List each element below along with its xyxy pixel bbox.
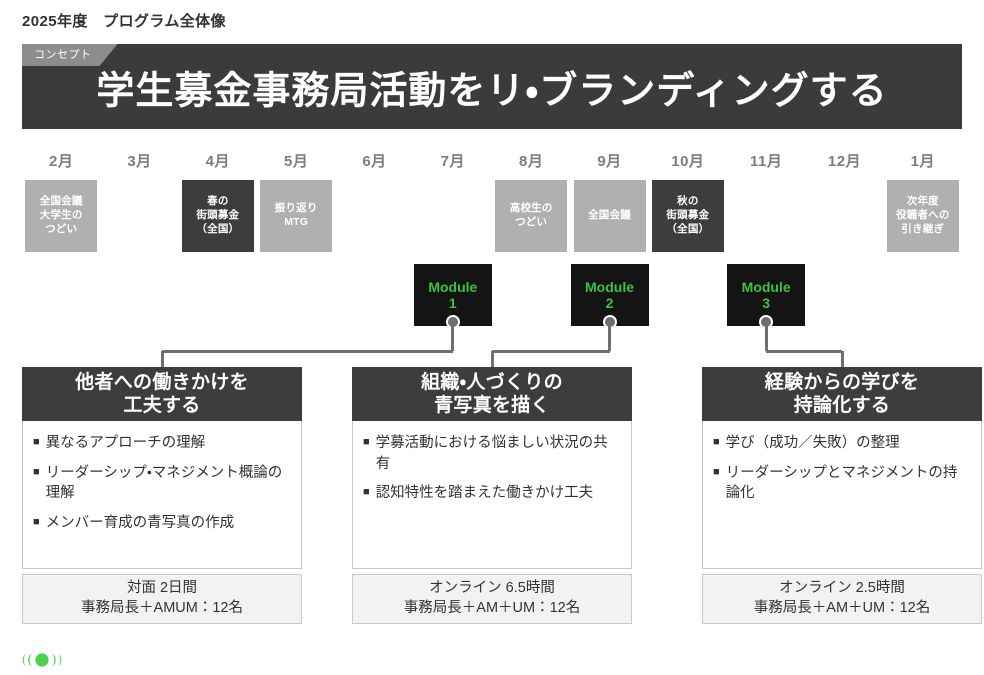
- card-footer: オンライン 6.5時間 事務局長＋AM＋UM：12名: [352, 574, 632, 624]
- month-axis: 2月 3月 4月 5月 6月 7月 8月 9月 10月 11月 12月 1月: [22, 150, 962, 174]
- month-label-7: 8月: [518, 153, 544, 170]
- bullet-text: リーダーシップ・マネジメント概論の理解: [45, 464, 283, 502]
- module-number: 3: [762, 295, 771, 311]
- module-name: Module: [741, 278, 791, 295]
- concept-tag: コンセプト: [22, 44, 118, 66]
- bullet-marker-icon: ■: [713, 465, 720, 478]
- month-label-11: 12月: [827, 153, 862, 170]
- connector-line-horizontal: [162, 349, 453, 353]
- bullet-marker-icon: ■: [363, 486, 370, 499]
- page-title: 2025年度 プログラム全体像: [22, 13, 226, 30]
- month-label-2: 3月: [127, 153, 152, 170]
- bullet-text: 認知特性を踏まえた働きかけ工夫: [375, 485, 594, 502]
- card-footer: オンライン 2.5時間 事務局長＋AM＋UM：12名: [702, 574, 982, 624]
- connector-line-drop: [160, 351, 164, 367]
- card-bullet-item: ■ リーダーシップとマネジメントの持論化: [713, 463, 969, 504]
- card-bullet-item: ■ 認知特性を踏まえた働きかけ工夫: [363, 483, 619, 504]
- bullet-marker-icon: ■: [713, 436, 720, 448]
- card-title: 経験からの学びを 持論化する: [702, 367, 982, 421]
- card-bullet-item: ■ リーダーシップ・マネジメント概論の理解: [33, 463, 289, 504]
- module-name: Module: [585, 278, 634, 295]
- month-label-1: 2月: [48, 153, 74, 170]
- module-number: 2: [605, 295, 614, 311]
- card-bullet-item: ■ 学び（成功／失敗）の整理: [713, 433, 969, 454]
- card-bullet-item: ■ 異なるアプローチの理解: [33, 433, 289, 454]
- bullet-text: 異なるアプローチの理解: [45, 435, 206, 451]
- module-card-2: 組織・人づくりの 青写真を描く ■ 学募活動における悩ましい状況の共有 ■ 認知特性を踏…: [352, 367, 632, 624]
- bullet-text: 学募活動における悩ましい状況の共有: [375, 435, 608, 472]
- module-card-1: 他者への働きかけを 工夫する ■ 異なるアプローチの理解 ■ リーダーシップ・マネジメン…: [22, 367, 302, 624]
- month-label-8: 9月: [597, 153, 622, 170]
- connector-line-horizontal: [492, 349, 610, 353]
- month-label-5: 6月: [362, 153, 387, 170]
- timeline-events: 全国会議 大学生の つどい 春の 街頭募金 （全国）振り返り MTG 高校生の つど…: [22, 180, 962, 254]
- timeline-event-box: 全国会議 大学生の つどい: [25, 180, 98, 252]
- connector-line-vertical: [764, 322, 768, 351]
- card-bullet-list: ■ 異なるアプローチの理解 ■ リーダーシップ・マネジメント概論の理解 ■ メンバー育成の…: [22, 421, 302, 569]
- timeline-event-box: 高校生の つどい: [495, 180, 568, 252]
- bullet-marker-icon: ■: [33, 515, 40, 528]
- month-label-12: 1月: [910, 153, 935, 170]
- concept-banner: コンセプト 学生募金事務局活動をリ・ブランディングする: [22, 44, 962, 129]
- module-number: 1: [448, 295, 457, 311]
- timeline-event-box: 春の 街頭募金 （全国）: [181, 180, 254, 252]
- connector-line-vertical: [451, 322, 455, 351]
- month-label-6: 7月: [440, 153, 465, 170]
- bullet-text: メンバー育成の青写真の作成: [45, 514, 235, 531]
- card-bullet-list: ■ 学募活動における悩ましい状況の共有 ■ 認知特性を踏まえた働きかけ工夫: [352, 421, 632, 569]
- card-bullet-list: ■ 学び（成功／失敗）の整理 ■ リーダーシップとマネジメントの持論化: [702, 421, 982, 569]
- connector-line-vertical: [608, 322, 611, 351]
- module-card-3: 経験からの学びを 持論化する ■ 学び（成功／失敗）の整理 ■ リーダーシップとマネジメ…: [702, 367, 982, 624]
- month-label-3: 4月: [205, 153, 230, 170]
- month-label-9: 10月: [671, 153, 705, 170]
- card-footer: 対面 2日間 事務局長＋AMUM：12名: [22, 574, 302, 624]
- module-name: Module: [428, 278, 478, 295]
- timeline-event-box: 振り返り MTG: [260, 180, 333, 252]
- connector-line-drop: [840, 351, 844, 367]
- month-label-4: 5月: [283, 153, 309, 170]
- card-bullet-item: ■ 学募活動における悩ましい状況の共有: [363, 433, 619, 474]
- bullet-marker-icon: ■: [33, 465, 40, 478]
- timeline-event-box: 次年度 役職者への 引き継ぎ: [886, 180, 959, 252]
- timeline-event-box: 全国会議: [573, 180, 646, 252]
- card-title: 組織・人づくりの 青写真を描く: [352, 367, 632, 421]
- concept-title: 学生募金事務局活動をリ・ブランディングする: [96, 70, 888, 112]
- connector-line-drop: [490, 351, 494, 367]
- brand-logo-icon: [22, 653, 62, 667]
- month-label-10: 11月: [749, 153, 783, 170]
- timeline-event-box: 秋の 街頭募金 （全国）: [651, 180, 724, 252]
- card-bullet-item: ■ メンバー育成の青写真の作成: [33, 513, 289, 534]
- bullet-text: 学び（成功／失敗）の整理: [725, 435, 900, 451]
- connector-line-horizontal: [766, 349, 842, 353]
- card-title: 他者への働きかけを 工夫する: [22, 367, 302, 421]
- bullet-marker-icon: ■: [33, 436, 40, 448]
- bullet-marker-icon: ■: [363, 436, 370, 448]
- bullet-text: リーダーシップとマネジメントの持論化: [725, 464, 958, 502]
